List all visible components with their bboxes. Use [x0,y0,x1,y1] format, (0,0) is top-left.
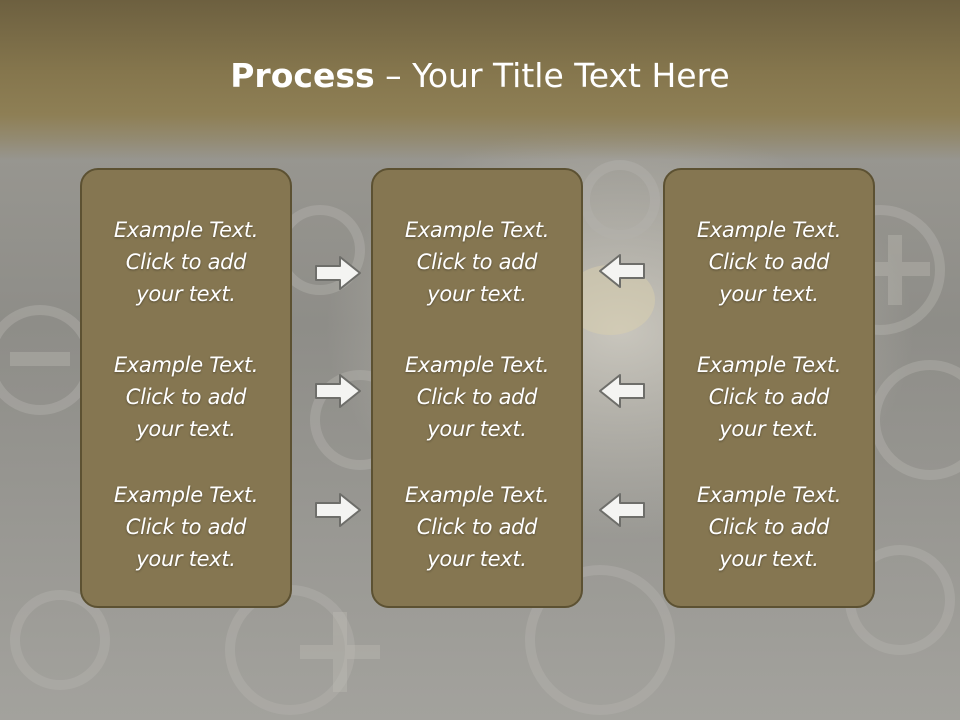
panel-text-block[interactable]: Example Text. Click to add your text. [82,349,290,445]
slide-title[interactable]: Process – Your Title Text Here [0,54,960,98]
title-bold: Process [230,56,375,95]
panel-text-block[interactable]: Example Text. Click to add your text. [373,349,581,445]
text-line: Example Text. [404,353,550,377]
text-line: your text. [427,547,527,571]
title-rest: – Your Title Text Here [374,56,730,95]
left-arrow-icon[interactable] [598,253,646,289]
text-line: Click to add [416,515,538,539]
text-line: your text. [719,282,819,306]
text-line: your text. [427,417,527,441]
text-line: Click to add [708,385,830,409]
text-line: your text. [719,547,819,571]
text-line: Example Text. [404,218,550,242]
panel-text-block[interactable]: Example Text. Click to add your text. [373,479,581,575]
panel-text-block[interactable]: Example Text. Click to add your text. [373,214,581,310]
text-line: Example Text. [696,353,842,377]
text-line: Click to add [125,515,247,539]
text-line: your text. [136,282,236,306]
text-line: Click to add [125,385,247,409]
process-panel-right[interactable]: Example Text. Click to add your text. Ex… [663,168,875,608]
left-arrow-icon[interactable] [598,373,646,409]
text-line: Click to add [416,250,538,274]
text-line: Example Text. [404,483,550,507]
text-line: Click to add [708,515,830,539]
panel-text-block[interactable]: Example Text. Click to add your text. [82,214,290,310]
text-line: Click to add [416,385,538,409]
title-band [0,0,960,160]
text-line: Example Text. [696,218,842,242]
text-line: your text. [427,282,527,306]
panel-text-block[interactable]: Example Text. Click to add your text. [82,479,290,575]
text-line: Click to add [125,250,247,274]
right-arrow-icon[interactable] [314,492,362,528]
text-line: Example Text. [696,483,842,507]
panel-text-block[interactable]: Example Text. Click to add your text. [665,349,873,445]
right-arrow-icon[interactable] [314,373,362,409]
text-line: Example Text. [113,218,259,242]
panel-text-block[interactable]: Example Text. Click to add your text. [665,214,873,310]
right-arrow-icon[interactable] [314,255,362,291]
text-line: your text. [136,417,236,441]
panel-text-block[interactable]: Example Text. Click to add your text. [665,479,873,575]
text-line: your text. [136,547,236,571]
process-panel-center[interactable]: Example Text. Click to add your text. Ex… [371,168,583,608]
left-arrow-icon[interactable] [598,492,646,528]
text-line: Example Text. [113,353,259,377]
text-line: your text. [719,417,819,441]
process-panel-left[interactable]: Example Text. Click to add your text. Ex… [80,168,292,608]
text-line: Example Text. [113,483,259,507]
text-line: Click to add [708,250,830,274]
